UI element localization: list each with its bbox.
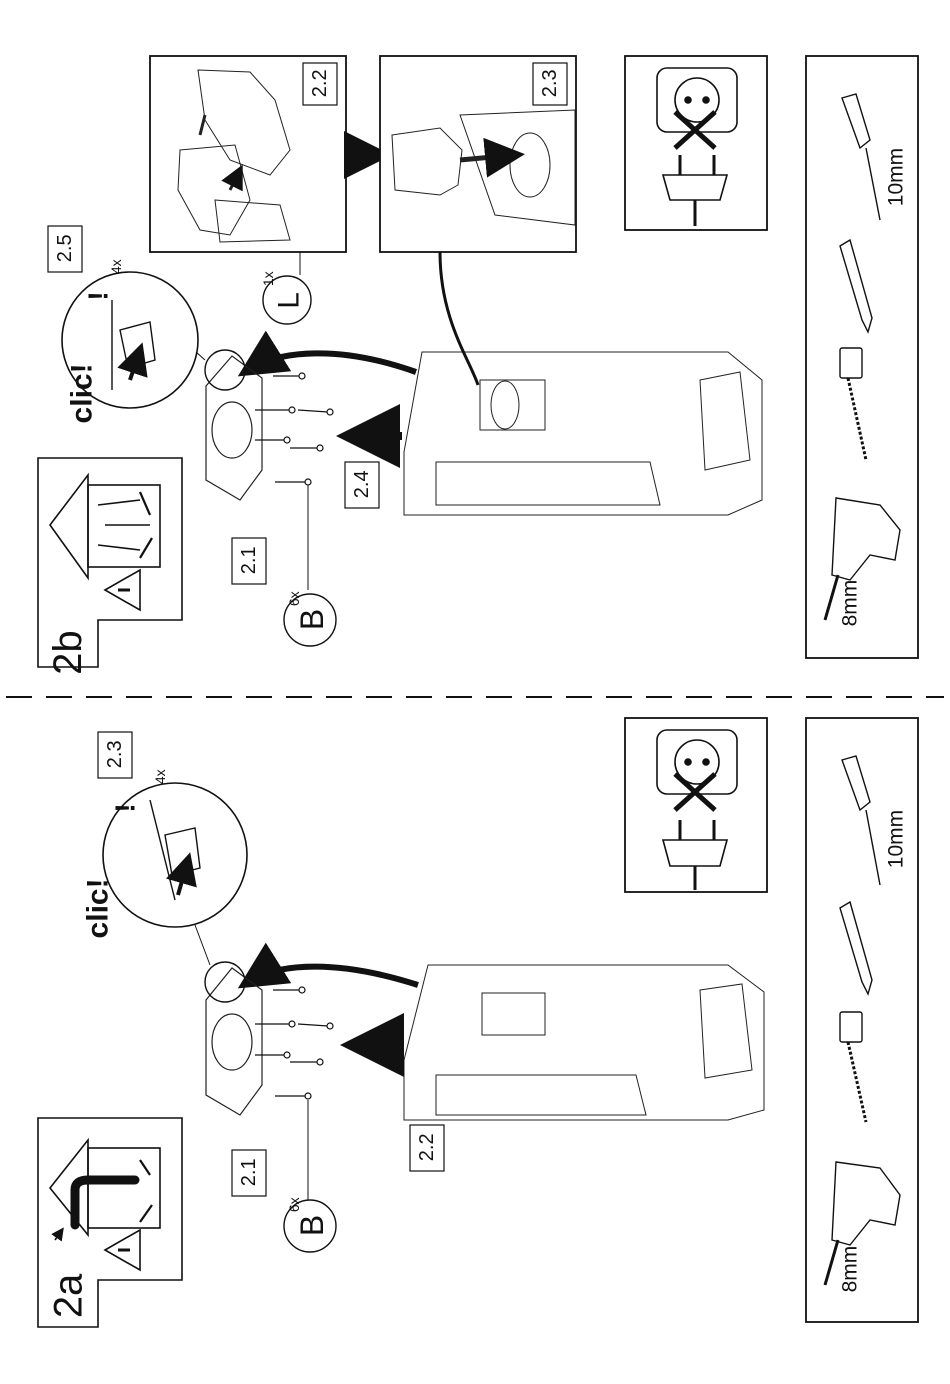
part-l-qty: 1x [260, 271, 276, 286]
click-text: clic! [82, 878, 115, 938]
click-text: clic! [66, 363, 99, 423]
step-2-4-number: 2.4 [351, 470, 373, 498]
part-l-letter: L [273, 292, 306, 309]
screwdriver-size: 10mm [885, 148, 908, 206]
section-2a: 2a 10mm [38, 718, 918, 1327]
wall-bracket [206, 356, 262, 500]
warning-triangle-icon [105, 1230, 140, 1270]
part-b-letter: B [294, 1215, 330, 1236]
caution-mark-icon: ! [110, 803, 141, 812]
screws [255, 987, 333, 1099]
caution-mark-icon: ! [83, 291, 114, 300]
screws [255, 373, 333, 485]
hood-body [404, 965, 764, 1120]
section-label: 2a [46, 1273, 90, 1318]
step-2-5-number: 2.5 [54, 234, 76, 262]
fixing-arrow [248, 967, 418, 985]
recirculation-mode-icon [50, 475, 160, 578]
step-2-2-number: 2.2 [416, 1133, 438, 1161]
step-2-1-number: 2.1 [238, 1158, 260, 1186]
extraction-mode-icon [50, 1140, 160, 1240]
drill-size: 8mm [839, 580, 862, 627]
fixing-arrow [248, 353, 416, 372]
click-qty: 4x [152, 769, 168, 784]
warning-triangle-icon [105, 570, 140, 610]
step-2-3-number: 2.3 [104, 740, 126, 768]
drill-size: 8mm [839, 1246, 862, 1293]
step-2-2-number: 2.2 [309, 69, 331, 97]
flow-arrow [440, 252, 478, 385]
part-b-qty: 6x [286, 1197, 302, 1212]
screwdriver-size: 10mm [885, 810, 908, 868]
part-b-qty: 6x [286, 591, 302, 606]
step-2-1-number: 2.1 [238, 546, 260, 574]
section-2b: 2b 2.2 2.3 [38, 56, 918, 675]
section-label: 2b [46, 630, 90, 675]
part-b-letter: B [294, 609, 330, 630]
click-qty: 4x [108, 259, 124, 274]
step-2-3-number: 2.3 [539, 69, 561, 97]
hood-body [404, 352, 762, 515]
wall-bracket [206, 968, 262, 1115]
